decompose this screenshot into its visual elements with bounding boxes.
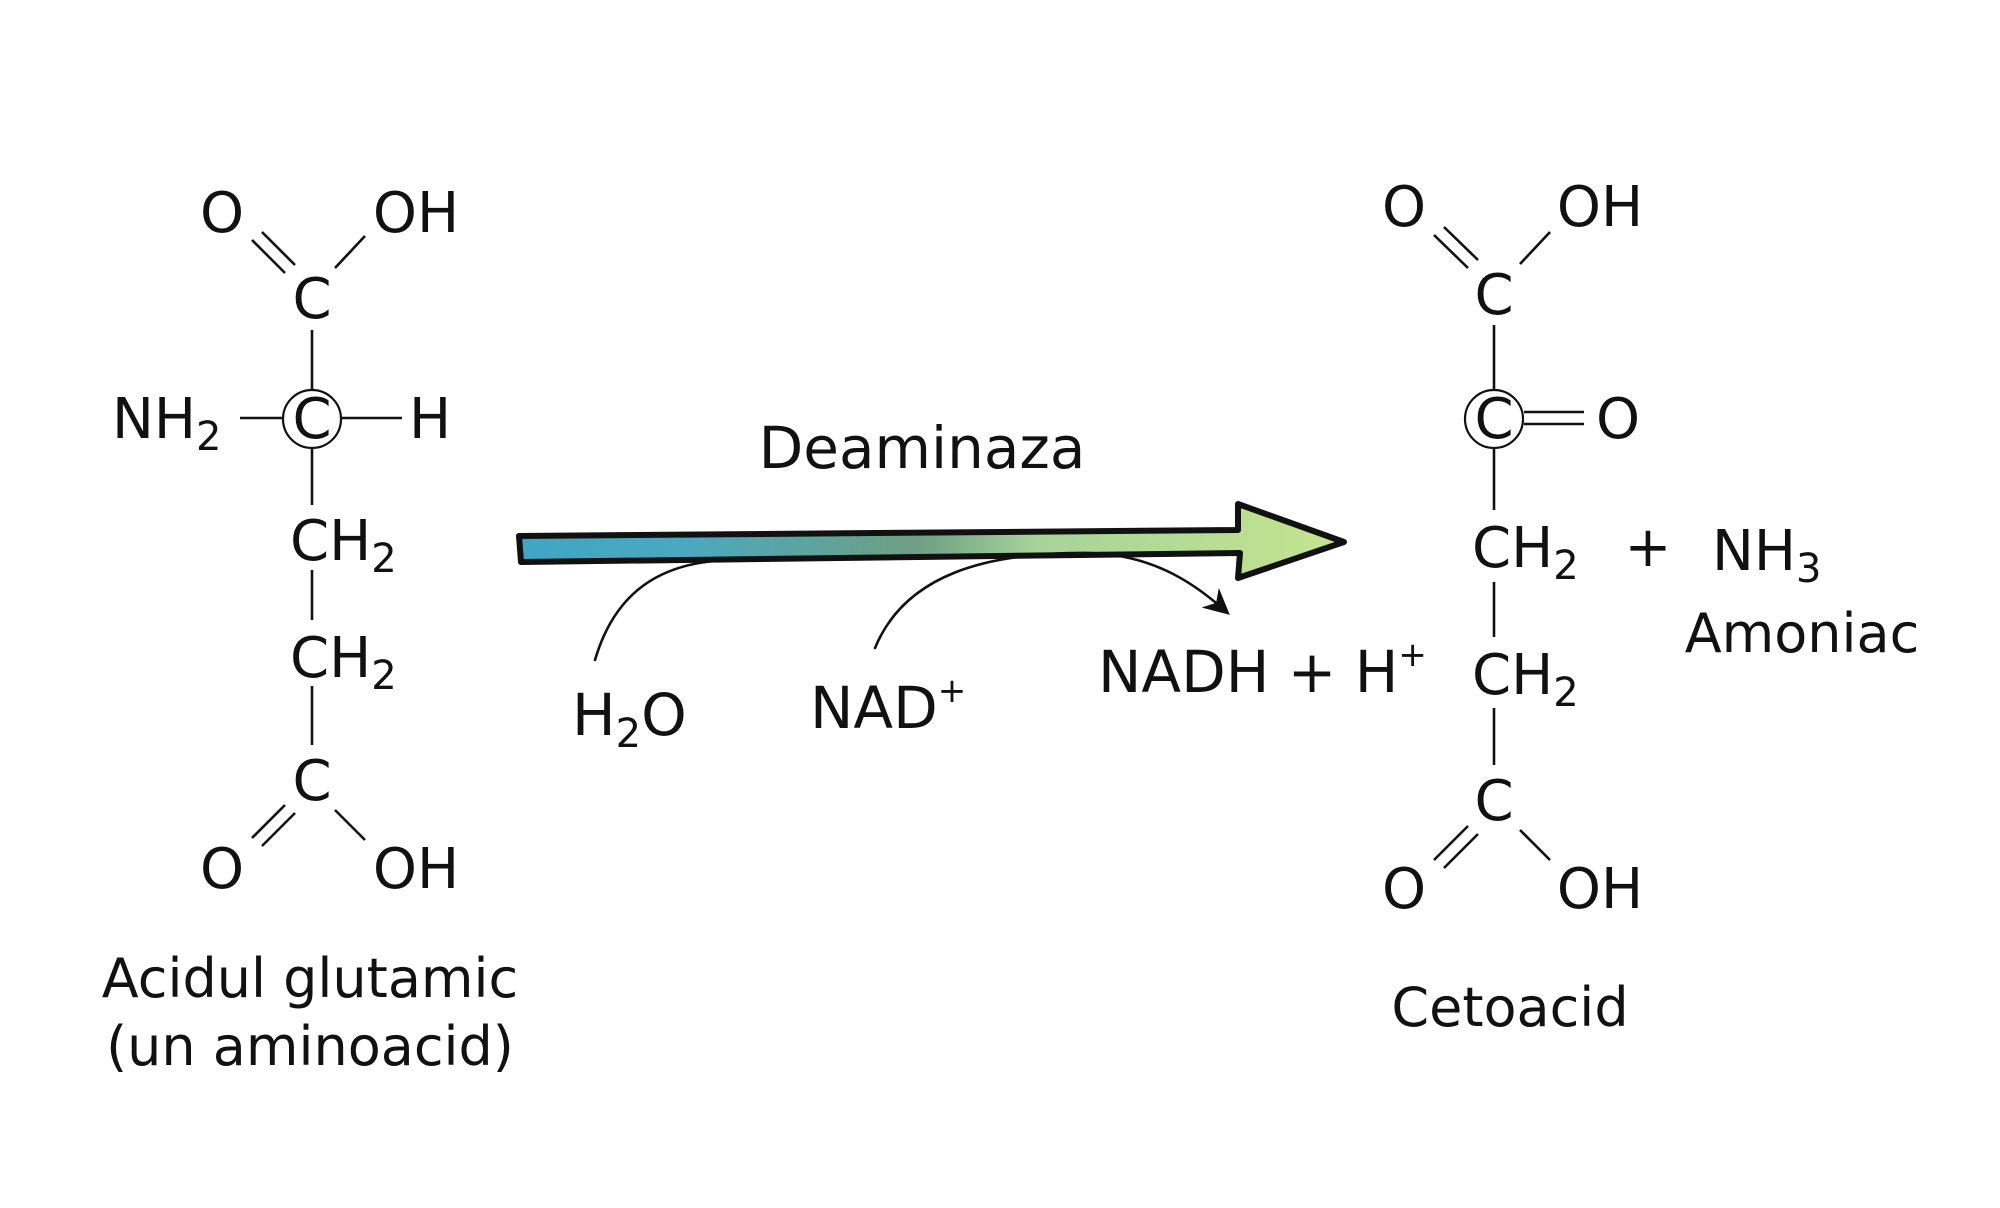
reactant-caption-line1: Acidul glutamic [102,947,518,1010]
p-alpha-carbon-circle [1463,388,1525,450]
p-atom-oh-bottom: OH [1557,857,1643,922]
atom-o-top: O [200,181,244,246]
reactant-structure: O OH C NH2 C H CH2 CH2 C O OH Acidul glu… [102,181,518,1078]
curve-water [593,558,732,662]
p-atom-c1: C [1474,263,1513,328]
arrow-body [516,501,1347,581]
atom-c1: C [292,267,331,332]
atom-c-alpha: C [292,387,331,452]
p-bond-c1-oh [1519,231,1551,265]
bond-c1-oh [334,235,366,269]
ammonia-name: Amoniac [1685,602,1920,665]
p-atom-c-alpha: C [1474,387,1513,452]
p-atom-o-keto: O [1596,387,1640,452]
product-caption: Cetoacid [1391,976,1628,1039]
p-atom-o-bottom: O [1382,857,1426,922]
p-bond-c5-o-b [1443,833,1479,869]
reactant-caption-line2: (un aminoacid) [106,1015,514,1078]
atom-o-bottom: O [200,837,244,902]
water-label: H2O [572,681,687,757]
bond-c5-oh [334,809,366,841]
alpha-carbon-circle [281,388,343,450]
p-atom-c5: C [1474,769,1513,834]
p-atom-ch2-b: CH2 [1472,643,1579,716]
nad-label: NAD+ [810,671,966,742]
bond-o-c1-a [251,239,286,274]
bond-c5-o-b [261,812,296,847]
atom-ch2-a: CH2 [290,509,397,582]
p-bond-c5-oh [1519,829,1551,861]
atom-nh2: NH2 [112,387,221,460]
product-structure: O OH C C O CH2 CH2 C O OH Cetoacid [1382,175,1643,1039]
p-atom-ch2-a: CH2 [1472,516,1579,589]
atom-oh-top: OH [373,181,459,246]
atom-oh-bottom: OH [373,837,459,902]
p-bond-c5-o-a [1433,825,1469,861]
p-atom-oh-top: OH [1557,175,1643,240]
p-bond-o-c1-a [1433,234,1469,269]
p-atom-o-top: O [1382,175,1426,240]
atom-ch2-b: CH2 [290,626,397,699]
plus-sign: + [1625,515,1672,580]
enzyme-label: Deaminaza [759,414,1086,482]
atom-c5: C [292,749,331,814]
bond-c5-o-a [251,804,286,839]
atom-h: H [409,387,451,452]
bond-o-c1-b [261,231,296,266]
ammonia-formula: NH3 [1712,519,1821,592]
p-bond-o-c1-b [1443,226,1479,261]
curve-nad [873,551,1230,650]
reaction-arrow: Deaminaza H2O NAD+ NADH + H+ [516,414,1427,757]
nadh-label: NADH + H+ [1098,635,1427,706]
byproduct: + NH3 Amoniac [1625,515,1920,665]
